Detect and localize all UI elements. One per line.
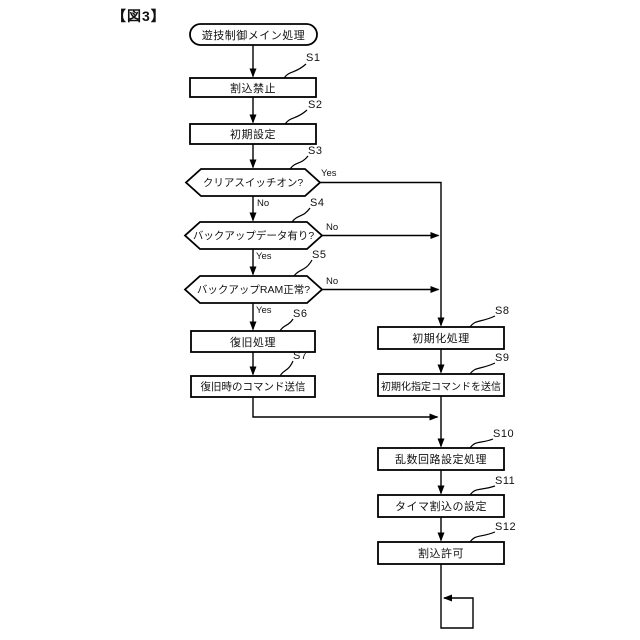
branch-label-s3-yes: Yes bbox=[321, 168, 337, 179]
shape-s1 bbox=[189, 77, 317, 98]
edge-s12-loop bbox=[440, 564, 474, 629]
shape-s11 bbox=[377, 494, 505, 518]
step-label-s4: S4 bbox=[310, 197, 325, 209]
step-label-s7: S7 bbox=[293, 350, 308, 362]
shape-start-terminal bbox=[189, 23, 318, 46]
node-s5: バックアップRAM正常? bbox=[196, 284, 311, 296]
node-s9: 初期化指定コマンドを送信 bbox=[381, 381, 501, 393]
branch-label-s3-no: No bbox=[257, 198, 270, 209]
squiggle-s9 bbox=[469, 362, 496, 375]
edge-s3-yes-s8 bbox=[320, 181, 445, 327]
branch-label-s5-yes: Yes bbox=[256, 305, 272, 316]
squiggle-s3 bbox=[289, 155, 309, 170]
step-label-s9: S9 bbox=[495, 352, 510, 364]
shape-s10 bbox=[377, 447, 505, 471]
node-s10: 乱数回路設定処理 bbox=[395, 454, 487, 466]
node-s4: バックアップデータ有り? bbox=[192, 230, 315, 242]
step-label-connectors bbox=[279, 63, 496, 543]
node-s12: 割込許可 bbox=[418, 548, 464, 560]
branch-label-s4-yes: Yes bbox=[256, 251, 272, 262]
squiggle-s7 bbox=[279, 360, 294, 377]
step-label-s1: S1 bbox=[306, 52, 321, 64]
step-label-s6: S6 bbox=[293, 308, 308, 320]
step-label-s11: S11 bbox=[495, 475, 516, 487]
shape-s6 bbox=[190, 330, 316, 353]
step-label-s3: S3 bbox=[308, 145, 323, 157]
shape-s12 bbox=[377, 541, 505, 565]
node-s2: 初期設定 bbox=[230, 129, 276, 141]
shape-s3-decision bbox=[184, 168, 322, 197]
shape-s5-decision bbox=[183, 275, 324, 304]
shape-s9 bbox=[377, 373, 505, 397]
branch-label-s5-no: No bbox=[326, 276, 339, 287]
node-s11: タイマ割込の設定 bbox=[395, 501, 487, 513]
squiggle-s6 bbox=[279, 318, 294, 332]
figure-title: 【図3】 bbox=[112, 8, 166, 24]
squiggle-s12 bbox=[469, 531, 496, 543]
squiggle-s2 bbox=[284, 109, 308, 125]
node-s7: 復旧時のコマンド送信 bbox=[200, 381, 306, 393]
flowchart-shapes bbox=[183, 23, 505, 565]
squiggle-s1 bbox=[283, 63, 307, 79]
node-s3: クリアスイッチオン? bbox=[202, 177, 304, 189]
node-s6: 復旧処理 bbox=[230, 336, 276, 349]
branch-label-s4-no: No bbox=[326, 222, 339, 233]
edge-s7-join bbox=[252, 397, 439, 421]
step-label-s10: S10 bbox=[493, 428, 515, 440]
step-label-s8: S8 bbox=[495, 305, 510, 317]
shape-s7 bbox=[190, 375, 316, 398]
node-s1: 割込禁止 bbox=[230, 82, 276, 95]
node-start: 遊技制御メイン処理 bbox=[201, 29, 306, 42]
step-label-s2: S2 bbox=[308, 99, 323, 111]
shape-s4-decision bbox=[183, 221, 324, 250]
step-label-s5: S5 bbox=[312, 249, 327, 261]
squiggle-s10 bbox=[469, 438, 494, 449]
flowchart-edges bbox=[249, 45, 474, 629]
squiggle-s8 bbox=[469, 315, 496, 328]
step-label-s12: S12 bbox=[495, 521, 517, 533]
squiggle-s11 bbox=[469, 485, 496, 496]
node-s8: 初期化処理 bbox=[412, 333, 470, 345]
squiggle-s4 bbox=[291, 207, 311, 223]
shape-s8 bbox=[377, 326, 505, 350]
shape-s2 bbox=[189, 123, 317, 145]
squiggle-s5 bbox=[293, 259, 313, 277]
